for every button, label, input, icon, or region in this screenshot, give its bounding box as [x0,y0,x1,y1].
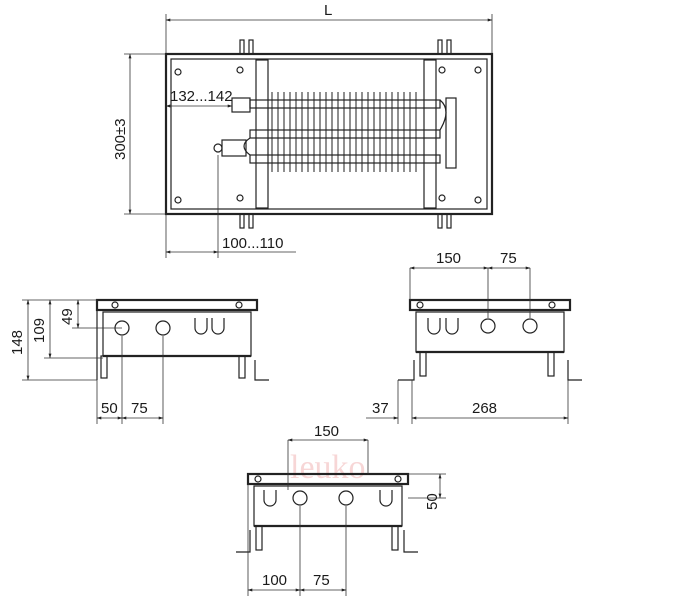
section-right: 150 75 37 268 [366,250,582,424]
dim-50-left: 50 [101,400,118,417]
dim-length: L [324,2,332,19]
dim-75-bottom: 75 [313,572,330,589]
section-left: 148 109 49 50 75 [9,298,269,424]
dim-268: 268 [472,400,497,417]
dim-inlet-offset: 100...110 [222,235,283,252]
watermark-logo: leuko [290,449,366,486]
plan-view: L [112,2,494,258]
dim-75-left: 75 [131,400,148,417]
dim-height-total: 148 [9,330,26,355]
trench-frame [164,52,494,216]
dim-75-right: 75 [500,250,517,267]
dim-pipe-offset: 132...142 [170,88,233,105]
dim-50-bottom: 50 [424,493,441,510]
section-bottom: leuko 150 50 100 75 [236,423,446,596]
dim-depth: 300±3 [112,118,129,160]
dim-height-49: 49 [59,308,76,325]
dim-150-right: 150 [436,250,461,267]
dim-height-109: 109 [31,318,48,343]
dim-100-bottom: 100 [262,572,287,589]
dim-37: 37 [372,400,389,417]
dim-150-bottom: 150 [314,423,339,440]
